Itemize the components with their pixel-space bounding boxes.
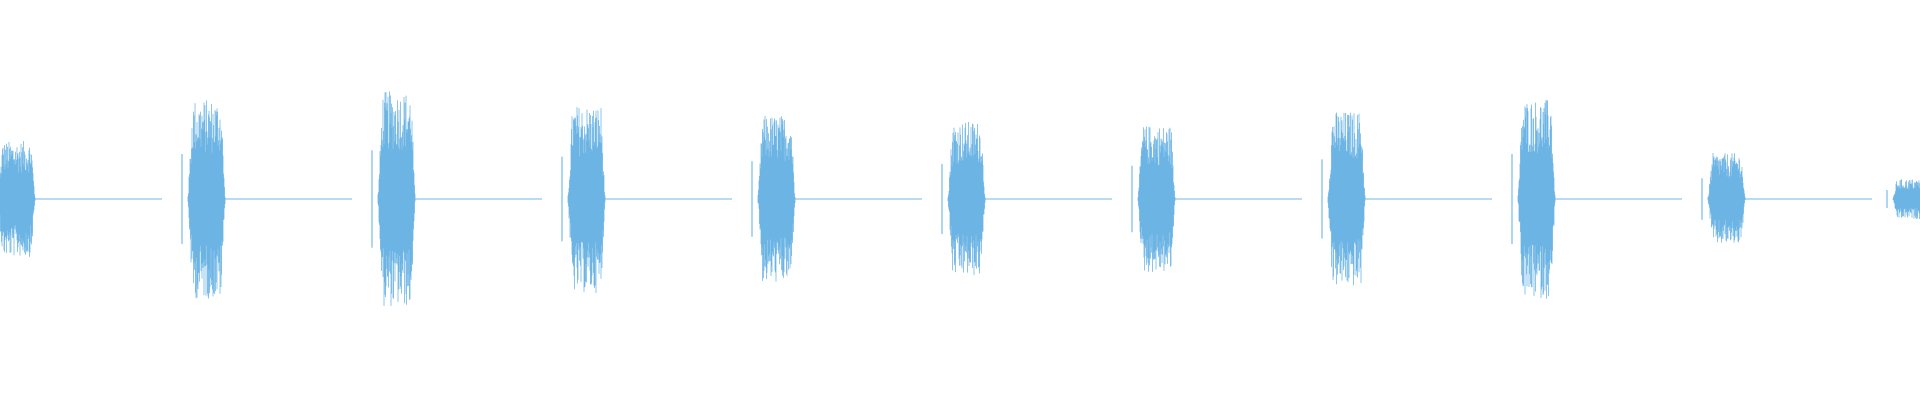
waveform-burst <box>371 91 416 306</box>
waveform-burst <box>1321 112 1366 286</box>
waveform-burst <box>941 121 986 276</box>
waveform-burst <box>0 141 36 257</box>
waveform-burst <box>1886 179 1920 219</box>
waveform-bursts <box>0 91 1920 306</box>
waveform-burst <box>751 115 796 282</box>
waveform-burst <box>1131 126 1176 272</box>
waveform-burst <box>1701 153 1746 243</box>
waveform-burst <box>181 100 226 299</box>
waveform-burst <box>561 107 606 293</box>
waveform-burst <box>1511 99 1556 299</box>
